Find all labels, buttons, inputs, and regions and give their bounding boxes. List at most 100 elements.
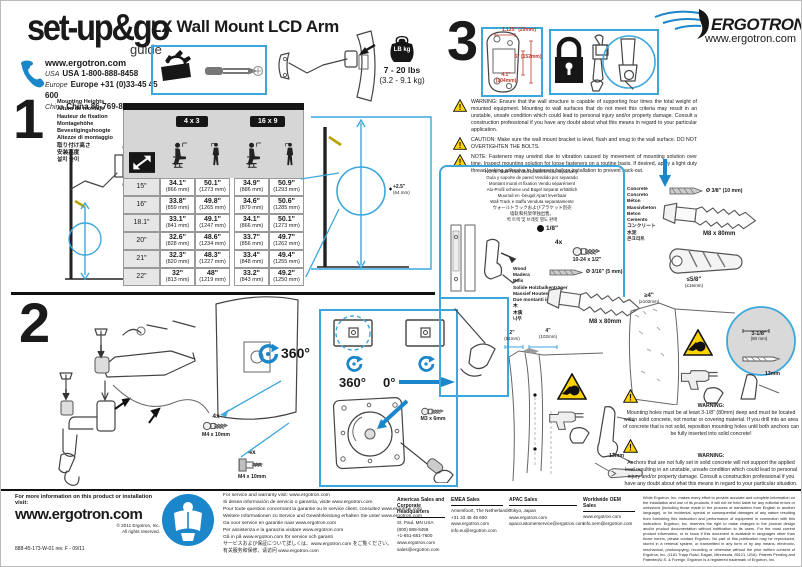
list-item: +1-651-681-7600 [397,533,433,539]
screwdriver-hand-illustration [400,442,454,483]
aspect-4x3-badge: 4 x 3 [176,116,208,127]
wood-wrench-size: 13mm [609,453,624,459]
list-item: Montant mural et fixation Vendu séparéme… [488,180,576,186]
bracket-diagram [486,31,533,93]
part-number: 888-45-173-W-01 rev. F - 09/11 [15,546,85,552]
list-item: (800) 888-8458 [397,526,429,532]
list-item: sales@ergotron.com [397,546,440,552]
hole-depth-dim: 3-1/8"(80 mm) [750,331,768,342]
page-title: LX Wall Mount LCD Arm [151,17,339,36]
brand-name: ERGOTRON® [711,15,801,34]
concrete-mount-scene [628,302,796,405]
height-value-cell: 50.1"(1273 mm) [269,214,304,232]
direction-arrow [399,377,455,387]
list-item: +31 33 45 45 600 [451,514,487,520]
concrete-warning-holes: WARNING: Mounting holes must be at least… [623,389,799,438]
list-item: www.ergotron.com [509,514,548,520]
step2-divider [11,292,435,295]
read-manual-icon [162,494,214,546]
list-item: Altura de montaje [57,106,105,113]
step1-left-illustration [65,144,135,281]
thumbscrew-icon [238,458,263,472]
seated-person-icon [245,142,262,168]
arm-assembly-illustration [58,320,210,486]
step1-right-illustration [301,116,432,277]
list-item: Solide Holzbalkenträger [513,285,568,291]
tools-required-box [151,45,267,95]
table-row: 16"33.8"(859 mm)49.8"(1265 mm)34.6"(879 … [123,196,304,214]
list-item: Per assistenza e la garanzia visitare ww… [223,527,344,533]
track-drill-callout: 1/8" [537,225,558,232]
service-warranty-lines: For service and warranty visit: www.ergo… [223,493,422,556]
list-item: Guía y soporte de pared Vendido por sepa… [486,174,578,180]
list-item: apaccustomerservice@ergotron.com [509,521,585,527]
list-item: Si desea información de servicio o garan… [223,499,373,505]
height-value-cell: 49.7"(1262 mm) [269,232,304,250]
warning-structure: WARNING: Ensure that the wall structure … [453,99,697,134]
wood-drill-callout: Ø 3/16" (5 mm) [549,269,622,276]
list-item: Weitere Informationen zu Service und Gew… [223,513,422,519]
concrete-wrench-size: 13mm [765,371,780,377]
depth-min-dim: ≥4"(≥102mm) [638,293,660,304]
list-item: Altezze di montaggio [57,135,113,142]
list-item: 取り付け高さ [57,142,91,149]
wall-track-illustration [450,224,520,292]
list-item: www.ergotron.com [397,539,436,545]
list-item: 벽 트랙 및 브래킷 별도 판매 [506,216,558,222]
note-fasteners: NOTE: Fasteners may unwind due to vibrat… [453,154,697,175]
list-item: Pour toute question concernant la garant… [223,506,422,512]
height-value-cell: 32"(813 mm) [160,268,195,286]
list-item: Bois [513,279,524,285]
table-row: 15"34.1"(866 mm)50.1"(1273 mm)34.9"(886 … [123,178,304,196]
ergotron-logo: ERGOTRON® www.ergotron.com [653,7,801,45]
bracket-width-dim: 1.125" (29mm) [501,27,537,33]
wall-track-panel: NOTE: Wall Track and Brackets sold separ… [439,165,625,297]
rotation-icon [258,343,279,364]
height-value-cell: 50.9"(1293 mm) [269,178,304,196]
m3-screw-icon [421,407,444,416]
table-row: 18.1"33.1"(841 mm)49.1"(1247 mm)34.1"(86… [123,214,304,232]
warning-icon [623,439,638,453]
monitor-illustration [215,296,299,420]
list-item: For service and warranty visit: www.ergo… [223,493,330,498]
height-value-cell: 48"(1219 mm) [195,268,230,286]
list-item: Concreto [627,193,649,199]
rotation-circle [335,315,371,351]
list-item: Beton [627,211,641,217]
list-item: www.ergotron.com [451,521,490,527]
rotation-detail-panel: 360° 0° M3 x 6mm [319,309,458,487]
list-item: St. Paul, MN USA [397,520,434,525]
phone-icon [21,60,45,88]
footer-col-emea: EMEA Sales Amersfoort, The Netherlands+3… [451,497,510,533]
list-item: Wall Track e staffa Venduta separatament… [490,198,574,204]
list-item: Madera [513,273,530,279]
list-item: コンクリート [627,224,656,230]
drill-bit-icon [549,269,583,276]
track-screw-icon [572,246,600,257]
track-screws-callout: 4x 10-24 x 1/2" [555,239,602,263]
bracket-dimension-box: 1.125" (29mm) 6" (152mm) 4.1" (104mm) [481,27,543,97]
screen-size-cell: 21" [123,250,160,268]
anchor-icon [669,248,743,274]
drill-dot-icon [537,225,544,232]
rotation-icon [418,355,435,372]
allen-key-hand [454,308,496,377]
list-item: www.ergotron.com [583,514,622,519]
callout-lines [220,380,290,458]
toolbox-icon [161,50,264,81]
wood-screw-label: M8 x 80mm [589,319,622,325]
weight-icon: LB kg [390,36,414,62]
footer-info-lead: For more information on this product or … [15,494,153,506]
ergotron-swoosh-icon [654,9,709,39]
list-item: Amersfoort, The Netherlands [451,508,510,513]
height-value-cell: 49.8"(1265 mm) [195,196,230,214]
list-item: Wood [513,267,527,272]
bracket-holes-dim: 4.1" (104mm) [495,72,517,84]
header-website: www.ergotron.com [45,58,127,68]
table-row: 21"32.3"(820 mm)48.3"(1227 mm)33.4"(848 … [123,250,304,268]
